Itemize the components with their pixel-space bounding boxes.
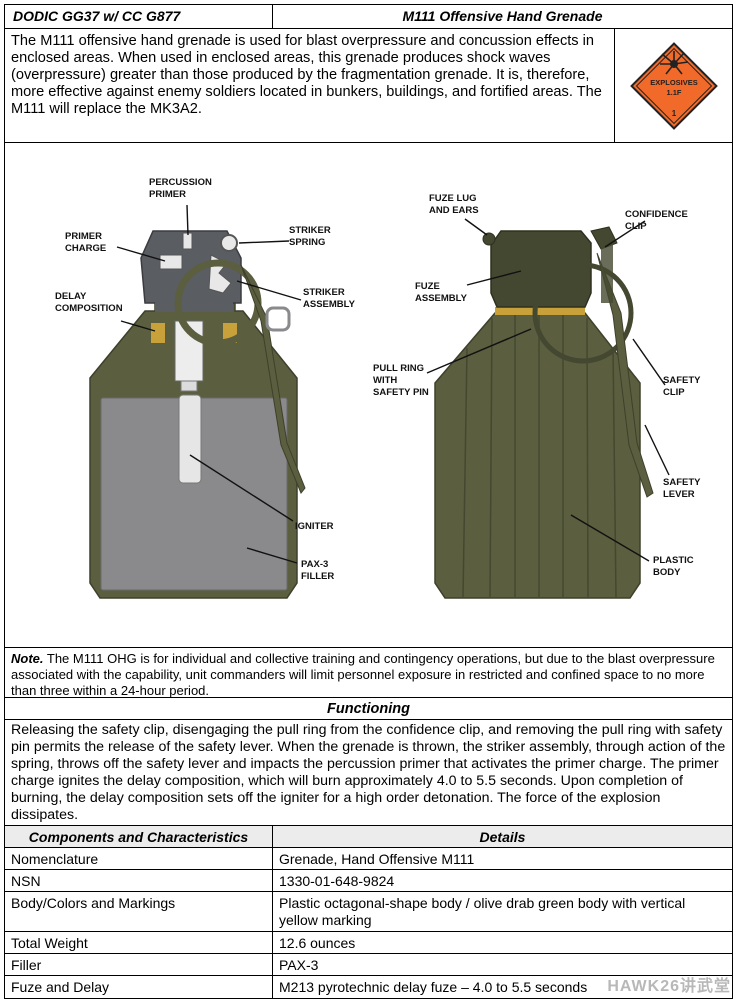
exterior-labels: FUZE LUG AND EARS CONFIDENCE CLIP FUZE A… [373, 193, 701, 578]
note-label: Note. [11, 651, 44, 666]
label-striker-assembly: STRIKER [303, 287, 345, 298]
label-plastic-body-2: BODY [653, 567, 681, 578]
table-row: Body/Colors and Markings Plastic octagon… [5, 892, 732, 932]
sheet-title: M111 Offensive Hand Grenade [402, 8, 603, 24]
row-value: 12.6 ounces [279, 935, 356, 951]
body-facet-lines [462, 315, 617, 599]
label-striker-assembly-2: ASSEMBLY [303, 299, 356, 310]
label-safety-lever: SAFETY [663, 477, 701, 488]
col-components-header: Components and Characteristics [5, 826, 273, 847]
row-key: Filler [5, 954, 273, 975]
label-plastic-body: PLASTIC [653, 555, 694, 566]
exterior-grenade [434, 226, 654, 599]
note-body: The M111 OHG is for individual and colle… [11, 651, 715, 698]
label-fuze-lug-2: AND EARS [429, 205, 479, 216]
functioning-header: Functioning [5, 698, 732, 720]
description-row: The M111 offensive hand grenade is used … [5, 29, 732, 143]
table-row: Fuze and Delay M213 pyrotechnic delay fu… [5, 976, 732, 998]
label-igniter: IGNITER [295, 521, 334, 532]
dodic-code: DODIC GG37 w/ CC G877 [5, 5, 273, 28]
label-fuze-lug: FUZE LUG [429, 193, 477, 204]
label-confidence-clip-2: CLIP [625, 221, 647, 232]
cutaway-grenade [89, 230, 306, 599]
label-percussion-primer: PERCUSSION [149, 177, 212, 188]
note-row: Note. The M111 OHG is for individual and… [5, 648, 732, 698]
label-fuze-assembly-2: ASSEMBLY [415, 293, 468, 304]
table-row: Nomenclature Grenade, Hand Offensive M11… [5, 848, 732, 870]
table-row: NSN 1330-01-648-9824 [5, 870, 732, 892]
header-row: DODIC GG37 w/ CC G877 M111 Offensive Han… [5, 5, 732, 29]
data-sheet: DODIC GG37 w/ CC G877 M111 Offensive Han… [4, 4, 733, 999]
exterior-leader-lines [426, 218, 670, 562]
label-safety-clip-2: CLIP [663, 387, 685, 398]
cutaway-labels: PERCUSSION PRIMER PRIMER CHARGE STRIKER … [55, 177, 356, 582]
row-value: M213 pyrotechnic delay fuze – 4.0 to 5.5… [279, 979, 588, 995]
row-value: Plastic octagonal-shape body / olive dra… [279, 895, 686, 928]
label-delay-composition-2: COMPOSITION [55, 303, 123, 314]
label-delay-composition: DELAY [55, 291, 87, 302]
label-percussion-primer-2: PRIMER [149, 189, 186, 200]
functioning-text: Releasing the safety clip, disengaging t… [5, 720, 732, 826]
col-details-header: Details [479, 829, 526, 845]
label-fuze-assembly: FUZE [415, 281, 440, 292]
table-row: Filler PAX-3 [5, 954, 732, 976]
table-row: Total Weight 12.6 ounces [5, 932, 732, 954]
label-pax3-filler: PAX-3 [301, 559, 328, 570]
label-striker-spring: STRIKER [289, 225, 331, 236]
label-pax3-filler-2: FILLER [301, 571, 334, 582]
row-value: PAX-3 [279, 957, 319, 973]
description-text: The M111 offensive hand grenade is used … [5, 29, 615, 142]
cutaway-leader-lines [116, 204, 302, 564]
label-striker-spring-2: SPRING [289, 237, 325, 248]
label-pull-ring-3: SAFETY PIN [373, 387, 429, 398]
hazard-division-code: 1.1F [666, 88, 681, 97]
hazard-class-number: 1 [671, 109, 676, 118]
label-primer-charge-2: CHARGE [65, 243, 106, 254]
row-value: Grenade, Hand Offensive M111 [279, 851, 475, 867]
grenade-illustration: PERCUSSION PRIMER PRIMER CHARGE STRIKER … [55, 177, 701, 599]
row-value: 1330-01-648-9824 [279, 873, 395, 889]
row-key: Fuze and Delay [5, 976, 273, 998]
label-pull-ring-2: WITH [373, 375, 397, 386]
explosion-burst-icon [659, 50, 688, 74]
row-key: Body/Colors and Markings [5, 892, 273, 931]
note-text: Note. The M111 OHG is for individual and… [11, 651, 726, 698]
label-safety-lever-2: LEVER [663, 489, 695, 500]
grenade-diagram: PERCUSSION PRIMER PRIMER CHARGE STRIKER … [5, 143, 732, 648]
table-header: Components and Characteristics Details [5, 826, 732, 848]
row-key: Total Weight [5, 932, 273, 953]
hazard-class-name: EXPLOSIVES [650, 78, 698, 87]
row-key: Nomenclature [5, 848, 273, 869]
watermark: HAWK26讲武堂 [607, 978, 731, 995]
explosives-hazard-icon: EXPLOSIVES 1.1F 1 [629, 41, 718, 130]
label-safety-clip: SAFETY [663, 375, 701, 386]
hazard-label-box: EXPLOSIVES 1.1F 1 [615, 29, 732, 142]
label-confidence-clip: CONFIDENCE [625, 209, 688, 220]
label-primer-charge: PRIMER [65, 231, 102, 242]
row-key: NSN [5, 870, 273, 891]
label-pull-ring: PULL RING [373, 363, 424, 374]
